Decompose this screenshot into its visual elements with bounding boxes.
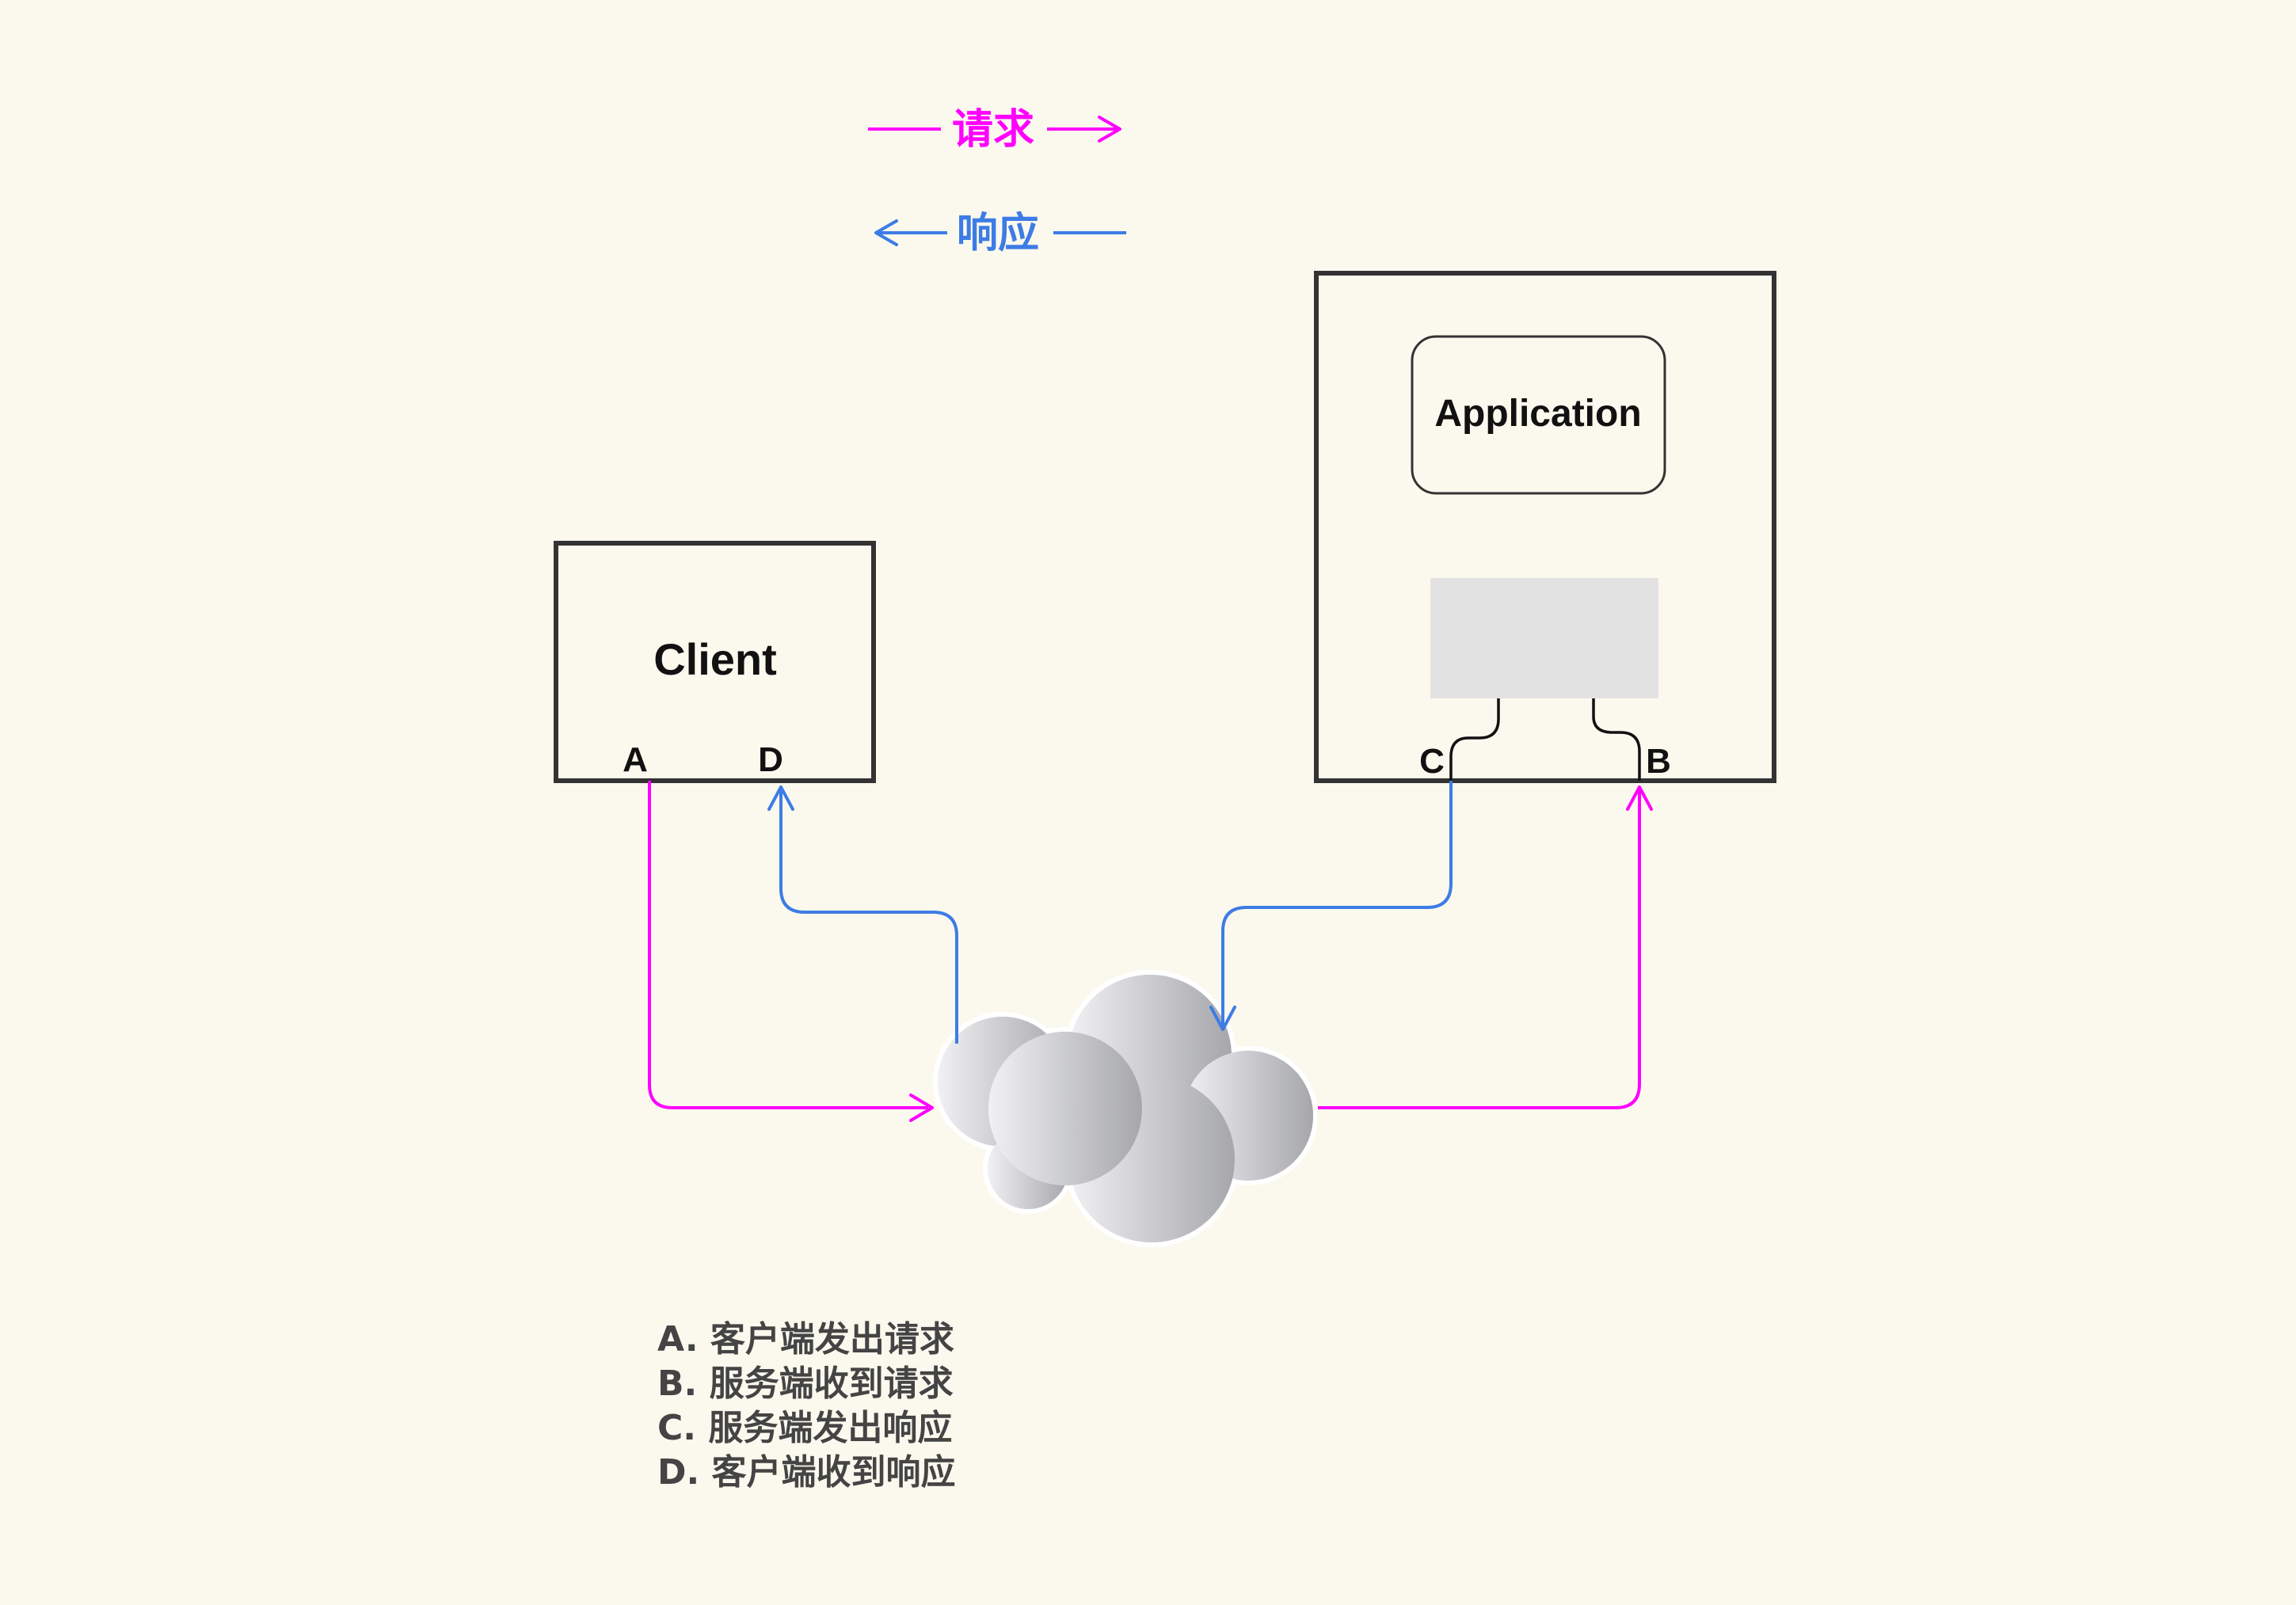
legend-response: 响应 [874,210,1126,257]
socket-block [1430,578,1658,698]
request-path [648,781,1653,1122]
port-label-d: D [758,740,783,779]
server-box-frame [1314,271,1776,783]
legend-request-arrowhead-icon [1098,116,1121,143]
request-path-cloud-to-b [1318,787,1641,1109]
legend-request: 请求 [868,106,1121,154]
note-line-d: D. 客户端收到响应 [657,1452,956,1493]
note-line-a: A. 客户端发出请求 [657,1319,954,1360]
server-box: Application C B [1314,271,1776,783]
response-arrowhead-cloud-icon [1209,1006,1236,1031]
legend-response-arrowhead-icon [874,219,898,246]
request-arrowhead-icon [909,1093,934,1122]
note-line-b: B. 服务端收到请求 [657,1363,954,1404]
port-label-c: C [1419,742,1445,781]
legend-request-label: 请求 [952,106,1034,154]
client-box: Client A D [554,541,876,783]
response-path-cloud-to-d [779,787,958,1044]
network-cloud-icon [933,970,1318,1247]
response-path-c-to-cloud [1221,781,1453,1028]
client-label: Client [653,634,777,684]
application-box [1411,335,1666,495]
port-label-a: A [623,740,648,779]
socket-connector-b [1592,698,1641,781]
request-path-a-to-cloud [648,781,928,1109]
legend: 请求 响应 [868,106,1126,257]
request-arrowhead-b-icon [1626,785,1653,811]
application-label: Application [1434,393,1641,435]
response-path [767,781,1453,1044]
socket-connector-c [1449,698,1500,781]
client-box-frame [554,541,876,783]
legend-response-label: 响应 [957,210,1039,257]
note-line-c: C. 服务端发出响应 [657,1408,952,1448]
response-arrowhead-d-icon [767,785,794,811]
port-label-b: B [1646,742,1671,781]
notes-list: A. 客户端发出请求 B. 服务端收到请求 C. 服务端发出响应 D. 客户端收… [657,1319,956,1493]
